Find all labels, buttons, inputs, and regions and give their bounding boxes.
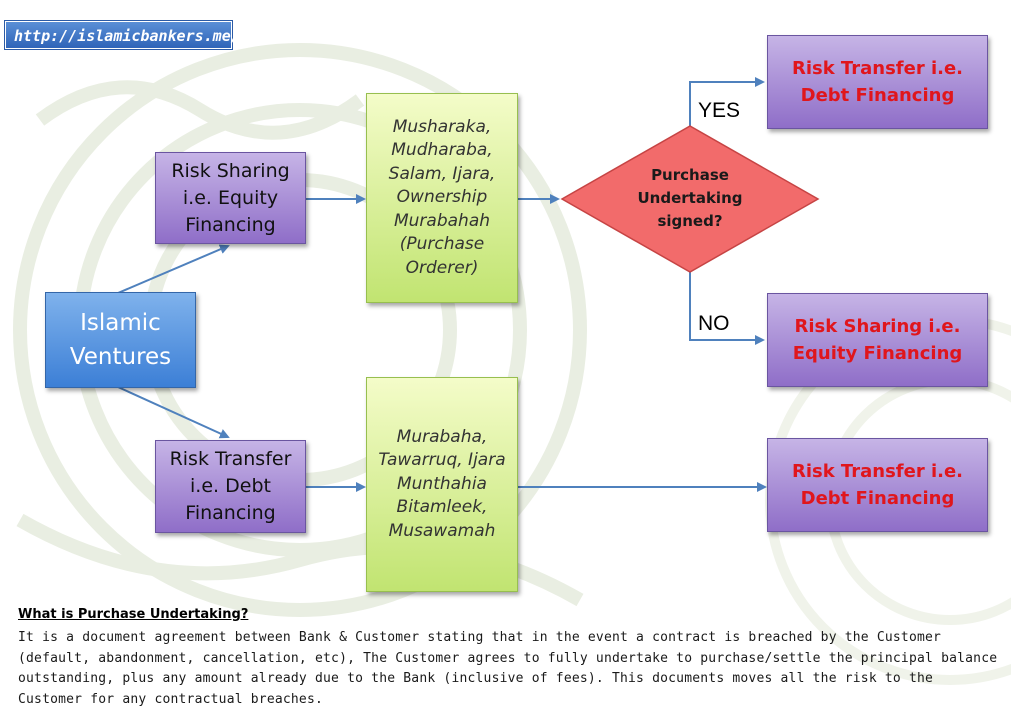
node-risk-sharing: Risk Sharing i.e. Equity Financing <box>155 152 306 244</box>
node-debt-products: Murabaha, Tawarruq, Ijara Munthahia Bita… <box>366 377 518 592</box>
node-risk-transfer: Risk Transfer i.e. Debt Financing <box>155 440 306 533</box>
arrow-decision-yes <box>689 77 765 126</box>
arrow-decision-no <box>689 272 765 345</box>
arrow-ventures-to-sharing <box>117 244 230 294</box>
edge-label-yes: YES <box>698 99 741 122</box>
node-equity-products: Musharaka, Mudharaba, Salam, Ijara, Owne… <box>366 93 518 303</box>
node-islamic-ventures: Islamic Ventures <box>45 292 196 388</box>
arrow-ventures-to-transfer <box>117 386 230 439</box>
decision-label: Purchase Undertaking signed? <box>637 166 743 230</box>
note-title: What is Purchase Undertaking? <box>18 607 249 622</box>
site-url-banner[interactable]: http://islamicbankers.me/ <box>5 21 240 49</box>
note-body: It is a document agreement between Bank … <box>18 630 998 707</box>
node-outcome-no: Risk Sharing i.e. Equity Financing <box>767 293 988 387</box>
node-outcome-debt: Risk Transfer i.e. Debt Financing <box>767 438 988 532</box>
decision-diamond <box>560 125 820 273</box>
edge-label-no: NO <box>698 312 730 335</box>
node-outcome-yes: Risk Transfer i.e. Debt Financing <box>767 35 988 129</box>
